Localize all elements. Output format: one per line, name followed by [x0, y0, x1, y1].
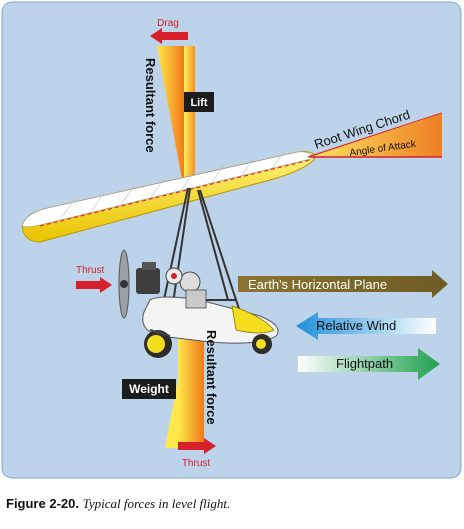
background-panel	[1, 1, 462, 479]
horizontal-plane-arrow	[238, 270, 448, 298]
resultant-force-upper	[157, 46, 184, 190]
resultant-force-label-upper: Resultant force	[143, 58, 158, 153]
lift-force-bar	[184, 46, 195, 192]
angle-of-attack-wedge	[310, 113, 442, 157]
caption-text: Typical forces in level flight.	[82, 496, 231, 511]
horizontal-plane-label: Earth's Horizontal Plane	[248, 277, 387, 292]
thrust-label-bottom: Thrust	[182, 458, 211, 469]
flightpath-label: Flightpath	[336, 356, 393, 371]
lift-label: Lift	[190, 97, 207, 109]
drag-arrow	[150, 28, 188, 44]
thrust-label-left: Thrust	[76, 265, 105, 276]
thrust-arrow-left	[76, 277, 112, 293]
root-wing-chord-line	[307, 112, 443, 158]
weight-label: Weight	[129, 382, 169, 396]
drag-label: Drag	[157, 18, 179, 29]
relative-wind-arrow	[296, 312, 436, 340]
trike-body	[118, 249, 279, 358]
figure: Lift Resultant force Drag Root Wing Chor…	[1, 1, 462, 479]
thrust-arrow-bottom	[178, 438, 216, 454]
relative-wind-label: Relative Wind	[316, 318, 396, 333]
figure-caption: Figure 2-20. Typical forces in level fli…	[6, 496, 458, 512]
flightpath-arrow	[298, 348, 440, 380]
wing	[21, 151, 316, 243]
resultant-force-label-lower: Resultant force	[204, 330, 219, 425]
resultant-force-lower	[178, 318, 204, 448]
caption-number: Figure 2-20.	[6, 496, 79, 511]
